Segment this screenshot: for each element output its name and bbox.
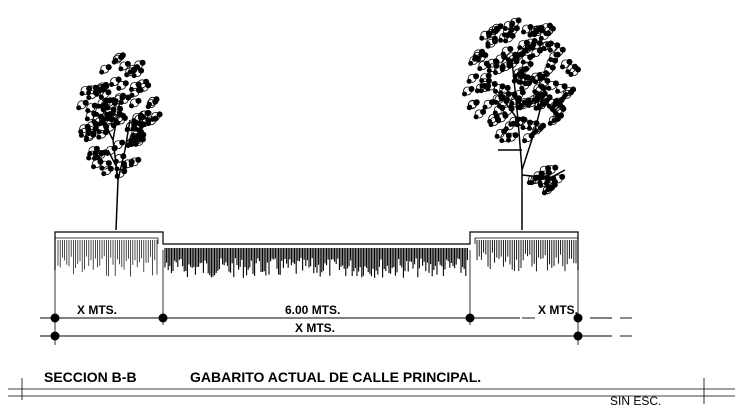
tree-icon xyxy=(75,51,164,231)
dimension-total-label: X MTS. xyxy=(295,321,335,335)
dimension-road-label: 6.00 MTS. xyxy=(285,303,340,317)
ground-profile xyxy=(54,231,579,278)
reference-lines xyxy=(54,245,579,345)
section-label: SECCION B-B xyxy=(44,369,137,385)
tree-icon xyxy=(461,16,582,230)
terrain-hatching xyxy=(57,240,577,278)
section-description: GABARITO ACTUAL DE CALLE PRINCIPAL. xyxy=(190,369,481,385)
dimension-left-label: X MTS. xyxy=(77,303,117,317)
dimension-dot-icon xyxy=(50,313,583,341)
scale-note: SIN ESC. xyxy=(610,394,661,408)
dimension-lines xyxy=(40,317,632,337)
dimension-right-label: X MTS. xyxy=(538,303,578,317)
